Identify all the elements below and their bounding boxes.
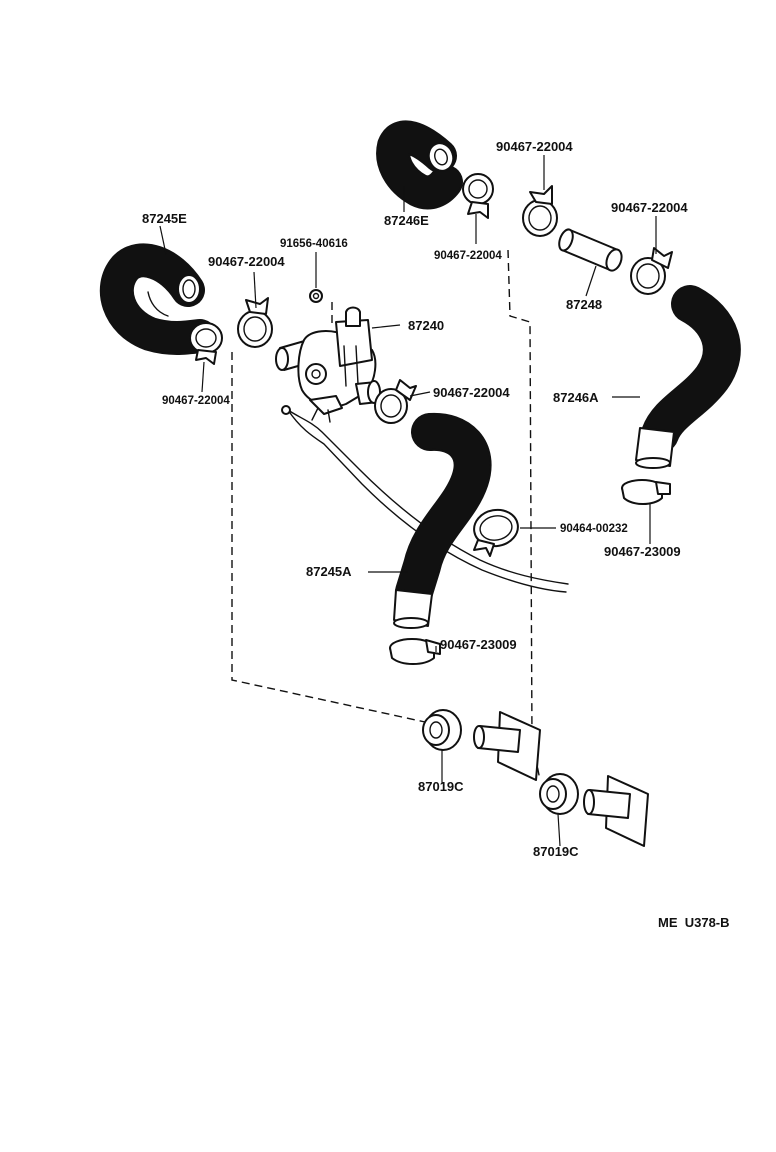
hose-87245A[interactable] <box>393 412 492 629</box>
part-labels: 87245E 87246E 90467-22004 90467-22004 90… <box>142 139 730 930</box>
nut-91656[interactable] <box>309 289 323 303</box>
label-pipe-87248: 87248 <box>566 297 602 312</box>
label-clamp-90464-00232: 90464-00232 <box>560 523 628 535</box>
label-clamp-valve-right: 90467-22004 <box>433 385 510 400</box>
clamp-23009-center[interactable] <box>389 638 441 665</box>
label-grommet-87019C-1: 87019C <box>418 779 464 794</box>
label-clamp-top-b: 90467-22004 <box>611 200 688 215</box>
hose-87246A[interactable] <box>635 285 741 469</box>
grommet-87019C-1[interactable] <box>422 709 462 751</box>
grommet-87019C-2[interactable] <box>539 773 579 815</box>
label-clamp-left-b: 90467-22004 <box>162 395 230 407</box>
heater-pipe-flange-1[interactable] <box>473 711 541 781</box>
label-clamp-23009-center: 90467-23009 <box>440 637 517 652</box>
heater-pipe-flange-2[interactable] <box>583 775 649 847</box>
label-grommet-87019C-2: 87019C <box>533 844 579 859</box>
label-87246A: 87246A <box>553 390 599 405</box>
clamp-left-upper[interactable] <box>237 297 273 348</box>
pipe-87248[interactable] <box>557 228 625 273</box>
dashed-connection-lines <box>231 249 541 781</box>
hose-87246E[interactable] <box>376 120 463 210</box>
leader-lines <box>159 155 657 847</box>
clamp-top-a[interactable] <box>522 185 558 237</box>
diagram-code: ME U378-B <box>658 915 730 930</box>
clamp-top-b[interactable] <box>630 247 673 295</box>
label-87245A: 87245A <box>306 564 352 579</box>
label-clamp-left-a: 90467-22004 <box>208 254 285 269</box>
clamp-valve-right[interactable] <box>374 379 417 424</box>
clamp-under-87246E[interactable] <box>462 173 494 219</box>
clamp-left-lower[interactable] <box>189 322 223 365</box>
clamp-90464-00232[interactable] <box>471 506 521 557</box>
label-clamp-top-a: 90467-22004 <box>496 139 573 154</box>
label-valve-87240: 87240 <box>408 318 444 333</box>
water-valve-87240[interactable] <box>275 306 381 423</box>
label-nut-91656: 91656-40616 <box>280 238 348 250</box>
clamp-23009-right[interactable] <box>621 479 671 505</box>
label-clamp-under-87246E: 90467-22004 <box>434 250 502 262</box>
label-87245E: 87245E <box>142 211 187 226</box>
hose-87245E[interactable] <box>99 243 217 355</box>
label-clamp-23009-right: 90467-23009 <box>604 544 681 559</box>
label-87246E: 87246E <box>384 213 429 228</box>
